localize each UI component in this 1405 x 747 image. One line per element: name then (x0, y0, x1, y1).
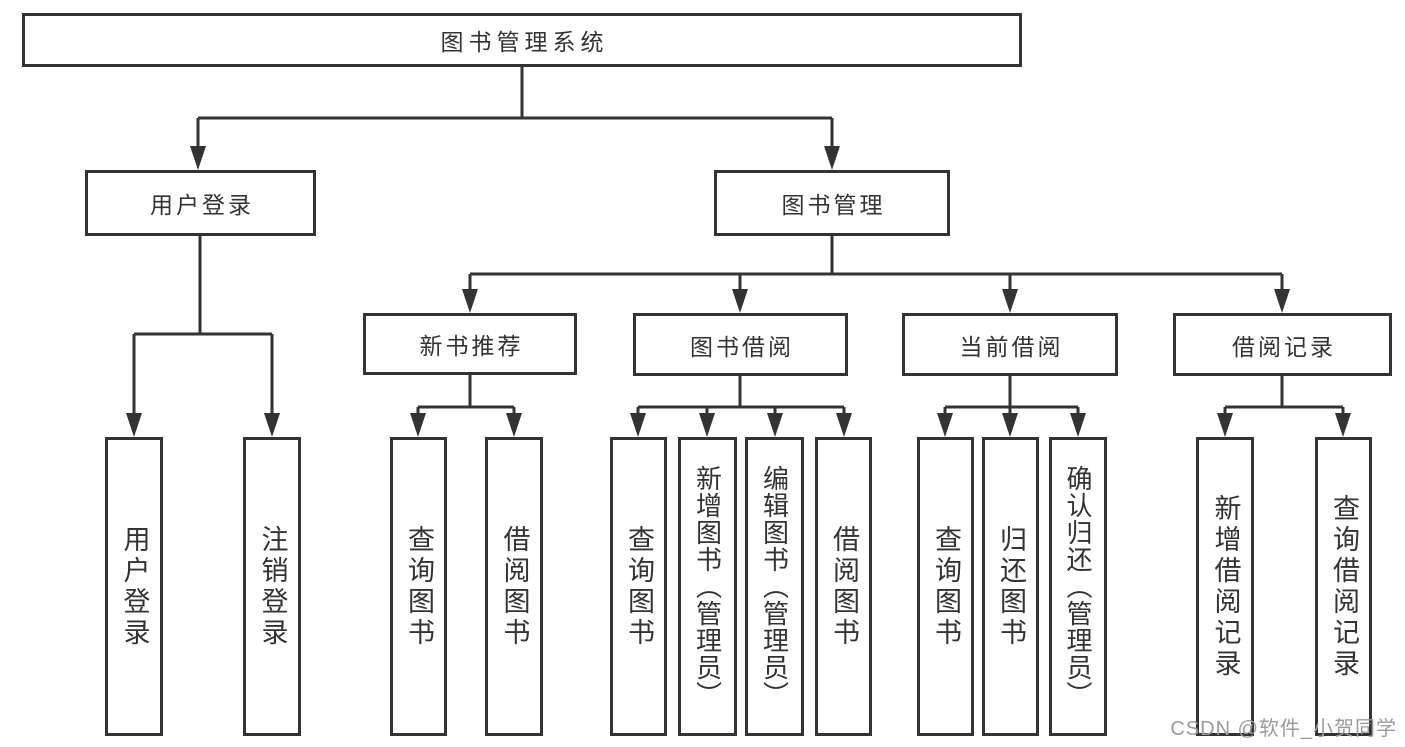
leaf-logout: 注销登录 (243, 437, 301, 736)
leaf-borrow-books-2: 借阅图书 (815, 437, 872, 736)
node-current-borrowing: 当前借阅 (902, 313, 1118, 376)
leaf-borrow-books-label: 借阅图书 (499, 524, 530, 649)
leaf-borrow-books-2-label: 借阅图书 (829, 524, 859, 649)
leaf-query-books-2-label: 查询图书 (624, 524, 654, 649)
node-borrowing-records-label: 借阅记录 (1232, 333, 1336, 360)
leaf-return-books-label: 归还图书 (996, 524, 1026, 649)
leaf-query-books-3-label: 查询图书 (931, 524, 961, 649)
leaf-return-books: 归还图书 (982, 437, 1039, 736)
leaf-add-books-admin: 新增图书（管理员） (678, 437, 737, 736)
leaf-query-books-2: 查询图书 (610, 437, 667, 736)
leaf-user-login-label: 用户登录 (119, 524, 150, 649)
node-book-borrowing-label: 图书借阅 (690, 333, 794, 360)
node-borrowing-records: 借阅记录 (1173, 313, 1392, 376)
leaf-edit-books-admin-label: 编辑图书（管理员） (759, 465, 790, 708)
leaf-add-borrow-record-label: 新增借阅记录 (1210, 493, 1241, 680)
leaf-user-login: 用户登录 (105, 437, 163, 736)
node-user-login: 用户登录 (85, 170, 316, 236)
leaf-borrow-books: 借阅图书 (485, 437, 543, 736)
node-current-borrowing-label: 当前借阅 (959, 333, 1064, 360)
leaf-confirm-return-admin: 确认归还（管理员） (1049, 437, 1107, 736)
node-book-management: 图书管理 (714, 170, 950, 236)
leaf-add-books-admin-label: 新增图书（管理员） (692, 465, 723, 708)
node-new-book-recommend: 新书推荐 (363, 313, 577, 375)
leaf-add-borrow-record: 新增借阅记录 (1196, 437, 1254, 736)
leaf-query-borrow-record-label: 查询借阅记录 (1329, 493, 1359, 680)
node-user-login-label: 用户登录 (150, 192, 254, 218)
leaf-logout-label: 注销登录 (257, 524, 288, 649)
node-book-borrowing: 图书借阅 (633, 313, 848, 376)
leaf-query-books-3: 查询图书 (917, 437, 974, 736)
leaf-confirm-return-admin-label: 确认归还（管理员） (1063, 465, 1093, 708)
leaf-query-books-label: 查询图书 (404, 524, 434, 649)
node-new-book-recommend-label: 新书推荐 (419, 333, 524, 359)
node-root-label: 图书管理系统 (440, 29, 609, 55)
watermark: CSDN @软件_小贺同学 (1170, 718, 1397, 740)
leaf-query-borrow-record: 查询借阅记录 (1315, 437, 1372, 736)
node-root: 图书管理系统 (22, 13, 1022, 67)
node-book-management-label: 图书管理 (781, 192, 886, 218)
leaf-edit-books-admin: 编辑图书（管理员） (745, 437, 804, 736)
leaf-query-books: 查询图书 (390, 437, 447, 736)
